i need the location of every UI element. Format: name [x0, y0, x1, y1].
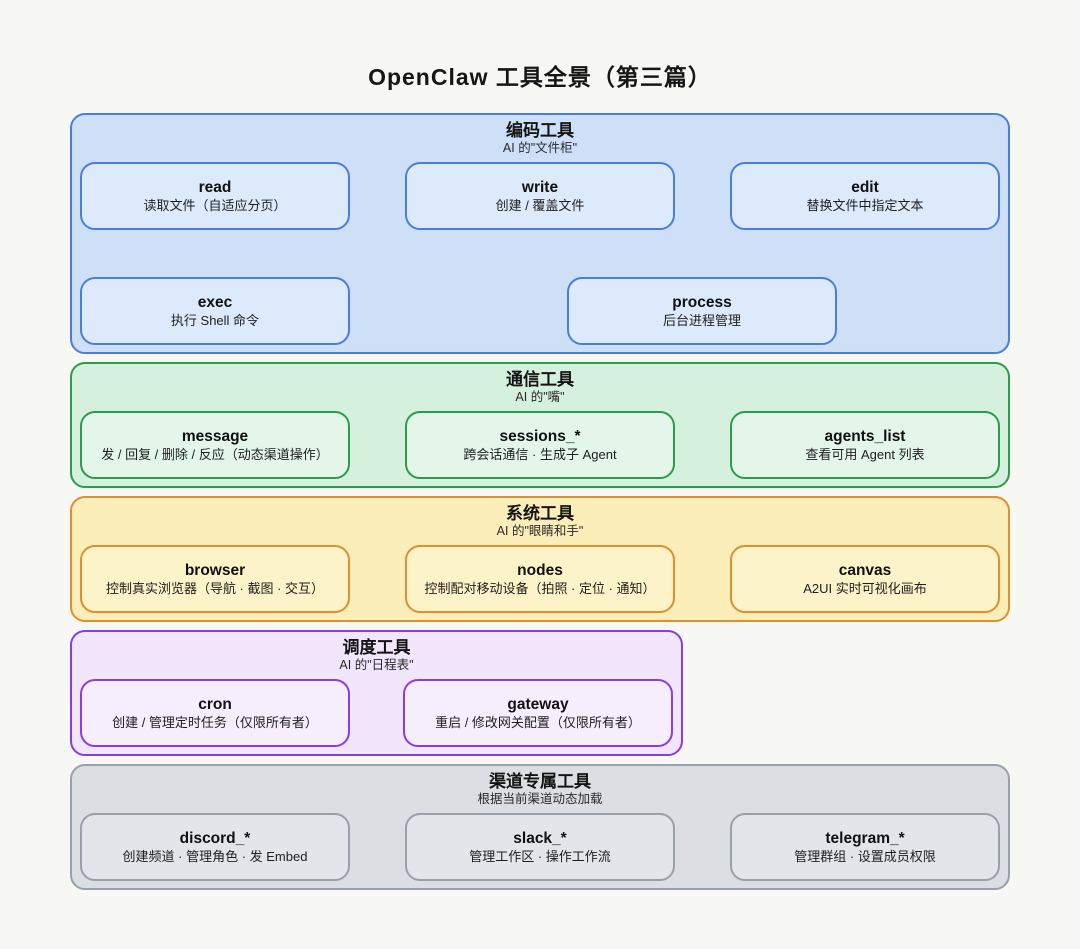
section-coding-tools: 编码工具 AI 的"文件柜" read 读取文件（自适应分页） write 创建…: [70, 113, 1010, 354]
tool-name: exec: [197, 294, 233, 311]
section-system-tools: 系统工具 AI 的"眼睛和手" browser 控制真实浏览器（导航 · 截图 …: [70, 496, 1010, 622]
tool-card-sessions: sessions_* 跨会话通信 · 生成子 Agent: [405, 411, 675, 479]
section-subtitle: AI 的"眼睛和手": [496, 524, 584, 538]
tool-card-canvas: canvas A2UI 实时可视化画布: [730, 545, 1000, 613]
section-header: 编码工具 AI 的"文件柜": [80, 120, 1000, 156]
section-header: 渠道专属工具 根据当前渠道动态加载: [80, 771, 1000, 807]
tool-desc: 管理群组 · 设置成员权限: [794, 849, 936, 864]
tool-name: agents_list: [824, 428, 906, 445]
tool-desc: 发 / 回复 / 删除 / 反应（动态渠道操作）: [101, 447, 329, 462]
tool-desc: 执行 Shell 命令: [170, 313, 260, 328]
tool-card-discord: discord_* 创建频道 · 管理角色 · 发 Embed: [80, 813, 350, 881]
section-communication-tools: 通信工具 AI 的"嘴" message 发 / 回复 / 删除 / 反应（动态…: [70, 362, 1010, 488]
tool-desc: A2UI 实时可视化画布: [803, 581, 927, 596]
tool-desc: 重启 / 修改网关配置（仅限所有者）: [435, 715, 641, 730]
tool-card-edit: edit 替换文件中指定文本: [730, 162, 1000, 230]
tool-card-cron: cron 创建 / 管理定时任务（仅限所有者）: [80, 679, 350, 747]
tool-card-browser: browser 控制真实浏览器（导航 · 截图 · 交互）: [80, 545, 350, 613]
card-row: read 读取文件（自适应分页） write 创建 / 覆盖文件 edit 替换…: [80, 162, 1000, 230]
section-title: 调度工具: [342, 638, 411, 657]
page-title: OpenClaw 工具全景（第三篇）: [368, 64, 712, 90]
section-channel-tools: 渠道专属工具 根据当前渠道动态加载 discord_* 创建频道 · 管理角色 …: [70, 764, 1010, 890]
card-row: browser 控制真实浏览器（导航 · 截图 · 交互） nodes 控制配对…: [80, 545, 1000, 613]
tool-name: nodes: [517, 562, 563, 579]
tool-card-telegram: telegram_* 管理群组 · 设置成员权限: [730, 813, 1000, 881]
tool-name: read: [198, 179, 232, 196]
section-subtitle: AI 的"日程表": [339, 658, 414, 672]
tool-card-exec: exec 执行 Shell 命令: [80, 277, 350, 345]
tool-desc: 管理工作区 · 操作工作流: [469, 849, 611, 864]
diagram-body: 编码工具 AI 的"文件柜" read 读取文件（自适应分页） write 创建…: [70, 113, 1010, 890]
tool-card-write: write 创建 / 覆盖文件: [405, 162, 675, 230]
tool-card-process: process 后台进程管理: [567, 277, 837, 345]
tool-name: message: [181, 428, 249, 445]
tool-desc: 替换文件中指定文本: [806, 198, 924, 213]
tool-name: cron: [198, 696, 232, 713]
tool-card-slack: slack_* 管理工作区 · 操作工作流: [405, 813, 675, 881]
tool-card-nodes: nodes 控制配对移动设备（拍照 · 定位 · 通知）: [405, 545, 675, 613]
section-header: 系统工具 AI 的"眼睛和手": [80, 503, 1000, 539]
section-title: 通信工具: [506, 370, 574, 389]
section-title: 系统工具: [506, 504, 574, 523]
section-header: 调度工具 AI 的"日程表": [80, 637, 673, 673]
tool-desc: 创建 / 管理定时任务（仅限所有者）: [112, 715, 318, 730]
tool-card-read: read 读取文件（自适应分页）: [80, 162, 350, 230]
tool-card-message: message 发 / 回复 / 删除 / 反应（动态渠道操作）: [80, 411, 350, 479]
tool-desc: 控制真实浏览器（导航 · 截图 · 交互）: [105, 581, 325, 596]
tool-name: gateway: [507, 696, 569, 713]
card-row: message 发 / 回复 / 删除 / 反应（动态渠道操作） session…: [80, 411, 1000, 479]
tool-desc: 读取文件（自适应分页）: [143, 198, 287, 213]
card-row: exec 执行 Shell 命令 process 后台进程管理: [80, 277, 1000, 345]
card-row: cron 创建 / 管理定时任务（仅限所有者） gateway 重启 / 修改网…: [80, 679, 673, 747]
tool-desc: 跨会话通信 · 生成子 Agent: [463, 447, 617, 462]
tool-desc: 创建 / 覆盖文件: [495, 198, 585, 213]
section-subtitle: AI 的"文件柜": [502, 141, 578, 155]
section-subtitle: 根据当前渠道动态加载: [477, 792, 603, 806]
tool-desc: 控制配对移动设备（拍照 · 定位 · 通知）: [424, 581, 656, 596]
tool-name: write: [521, 179, 559, 196]
tool-desc: 后台进程管理: [662, 313, 741, 328]
tool-name: process: [672, 294, 732, 311]
tool-name: sessions_*: [499, 428, 581, 445]
tool-name: edit: [851, 179, 879, 196]
tool-desc: 创建频道 · 管理角色 · 发 Embed: [122, 849, 308, 864]
tool-card-gateway: gateway 重启 / 修改网关配置（仅限所有者）: [403, 679, 673, 747]
tool-name: canvas: [838, 562, 892, 579]
section-subtitle: AI 的"嘴": [515, 390, 565, 404]
tool-name: telegram_*: [825, 830, 905, 847]
section-scheduling-tools: 调度工具 AI 的"日程表" cron 创建 / 管理定时任务（仅限所有者） g…: [70, 630, 683, 756]
section-title: 编码工具: [506, 121, 574, 140]
section-header: 通信工具 AI 的"嘴": [80, 369, 1000, 405]
card-row: discord_* 创建频道 · 管理角色 · 发 Embed slack_* …: [80, 813, 1000, 881]
tool-name: browser: [184, 562, 246, 579]
tool-name: slack_*: [513, 830, 567, 847]
section-title: 渠道专属工具: [489, 772, 591, 791]
tool-name: discord_*: [179, 830, 251, 847]
tool-desc: 查看可用 Agent 列表: [805, 447, 925, 462]
tool-card-agents-list: agents_list 查看可用 Agent 列表: [730, 411, 1000, 479]
